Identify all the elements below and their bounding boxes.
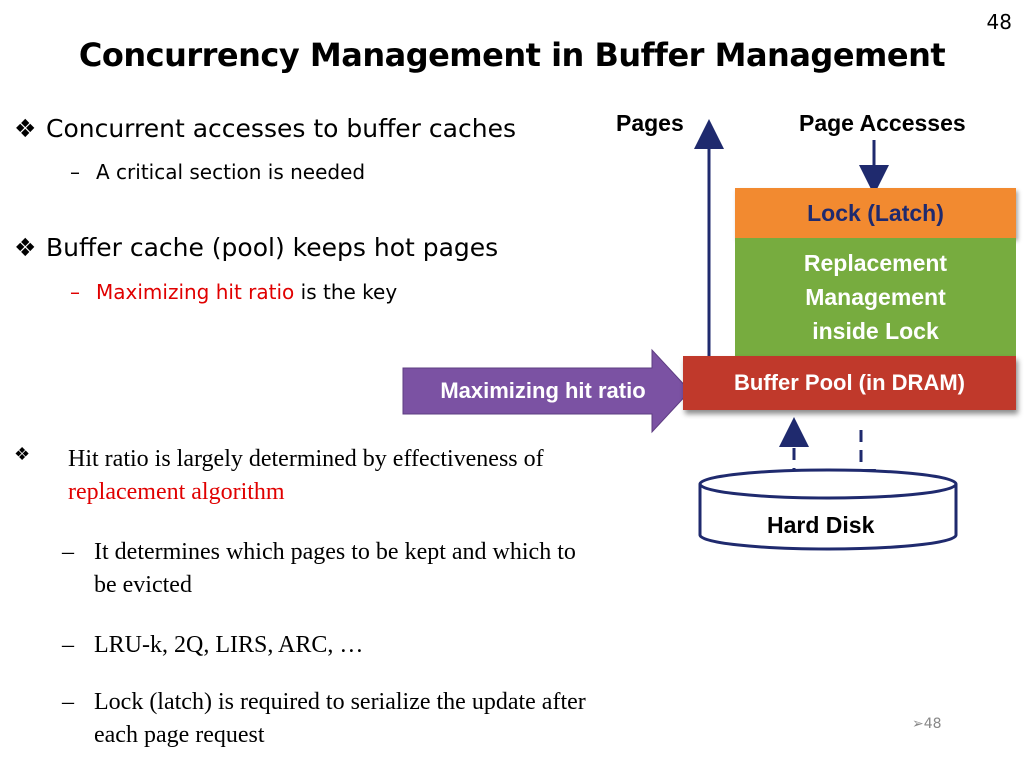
diamond-bullet-icon: ❖ <box>14 114 37 143</box>
dash-icon: – <box>62 539 74 565</box>
slide-title: Concurrency Management in Buffer Managem… <box>78 36 946 74</box>
diamond-bullet-icon: ❖ <box>14 233 37 262</box>
page-accesses-label: Page Accesses <box>799 110 966 136</box>
replacement-line1: Replacement <box>803 250 948 276</box>
hard-disk-label: Hard Disk <box>767 512 875 538</box>
bullet-text-line2: replacement algorithm <box>68 479 285 505</box>
bullet-concurrent-access: ❖ Concurrent accesses to buffer caches <box>14 114 516 143</box>
arrow-bullet-icon: ➢ <box>912 716 924 732</box>
bullet-text-line1: Hit ratio is largely determined by effec… <box>68 446 544 472</box>
dash-icon: – <box>62 632 74 658</box>
sub-text-line2: be evicted <box>94 572 192 598</box>
sub-bullet-text: is the key <box>294 280 398 304</box>
sub-bullet-text: A critical section is needed <box>96 160 366 184</box>
buffer-pool-box: Buffer Pool (in DRAM) <box>683 356 1016 410</box>
replacement-line3: inside Lock <box>812 318 939 344</box>
bullet-hot-pages: ❖ Buffer cache (pool) keeps hot pages <box>14 233 498 262</box>
footer-number-text: 48 <box>923 716 942 732</box>
pages-label: Pages <box>616 110 684 136</box>
dash-icon: – <box>70 280 80 304</box>
sub-bullet-hit-ratio: –Maximizing hit ratio is the key <box>70 280 397 304</box>
sub-bullet-determines: –It determines which pages to be kept an… <box>62 536 576 602</box>
bullet-hit-ratio-determined: Hit ratio is largely determined by effec… <box>68 443 544 509</box>
sub-text-line1: Lock (latch) is required to serialize th… <box>94 689 586 715</box>
hard-disk-icon <box>698 468 958 551</box>
sub-text-line1: It determines which pages to be kept and… <box>94 539 576 565</box>
sub-text-line2: each page request <box>94 722 265 748</box>
slide-number: 48 <box>986 10 1012 34</box>
hit-ratio-arrow-shape <box>402 348 691 434</box>
sub-bullet-lock: –Lock (latch) is required to serialize t… <box>62 686 586 752</box>
hit-ratio-arrow-label: Maximizing hit ratio <box>440 378 646 403</box>
dash-icon: – <box>62 689 74 715</box>
replacement-line2: Management <box>805 284 946 310</box>
sub-bullet-algorithms: –LRU-k, 2Q, LIRS, ARC, … <box>62 629 363 662</box>
bullet-text: Buffer cache (pool) keeps hot pages <box>46 233 499 262</box>
bullet-text: Concurrent accesses to buffer caches <box>46 114 516 143</box>
sub-bullet-critical-section: –A critical section is needed <box>70 160 365 184</box>
highlight-text: Maximizing hit ratio <box>96 280 295 304</box>
diamond-bullet-icon: ❖ <box>14 444 31 464</box>
dash-icon: – <box>70 160 80 184</box>
footer-slide-number: ➢48 <box>912 716 942 732</box>
replacement-management-box: Replacement Management inside Lock <box>735 238 1016 356</box>
sub-text: LRU-k, 2Q, LIRS, ARC, … <box>94 632 364 658</box>
lock-latch-box: Lock (Latch) <box>735 188 1016 238</box>
